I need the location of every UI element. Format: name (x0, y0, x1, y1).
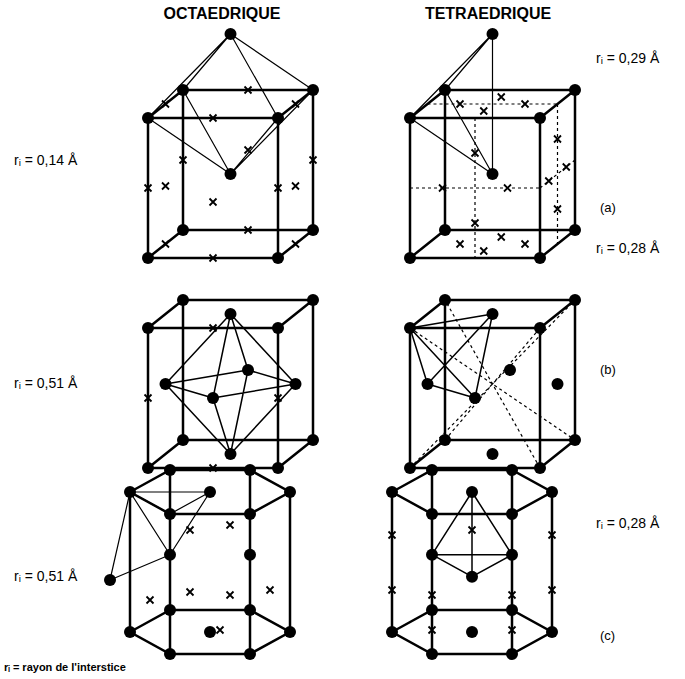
row-tag: (a) (600, 200, 616, 216)
row-tag: (b) (600, 362, 616, 378)
column-heading: TETRAEDRIQUE (425, 4, 551, 23)
radius-value: rᵢ = 0,14 Å (14, 152, 77, 169)
bcc-tetrahedral-cell (404, 28, 581, 264)
footnote: rᵢ = rayon de l'interstice (4, 661, 126, 674)
radius-value: rᵢ = 0,28 Å (596, 240, 659, 257)
radius-value: rᵢ = 0,51 Å (14, 375, 77, 392)
row-tag: (c) (600, 628, 615, 644)
radius-value: rᵢ = 0,29 Å (596, 50, 659, 67)
bcc-octahedral-cell (142, 28, 319, 264)
fcc-octahedral-cell (142, 294, 319, 474)
column-heading: OCTAEDRIQUE (163, 4, 280, 23)
hcp-tetrahedral-cell (386, 464, 558, 660)
radius-value: rᵢ = 0,28 Å (596, 515, 659, 532)
hcp-octahedral-cell (104, 464, 296, 660)
fcc-tetrahedral-cell (404, 294, 581, 474)
radius-value: rᵢ = 0,51 Å (14, 568, 77, 585)
